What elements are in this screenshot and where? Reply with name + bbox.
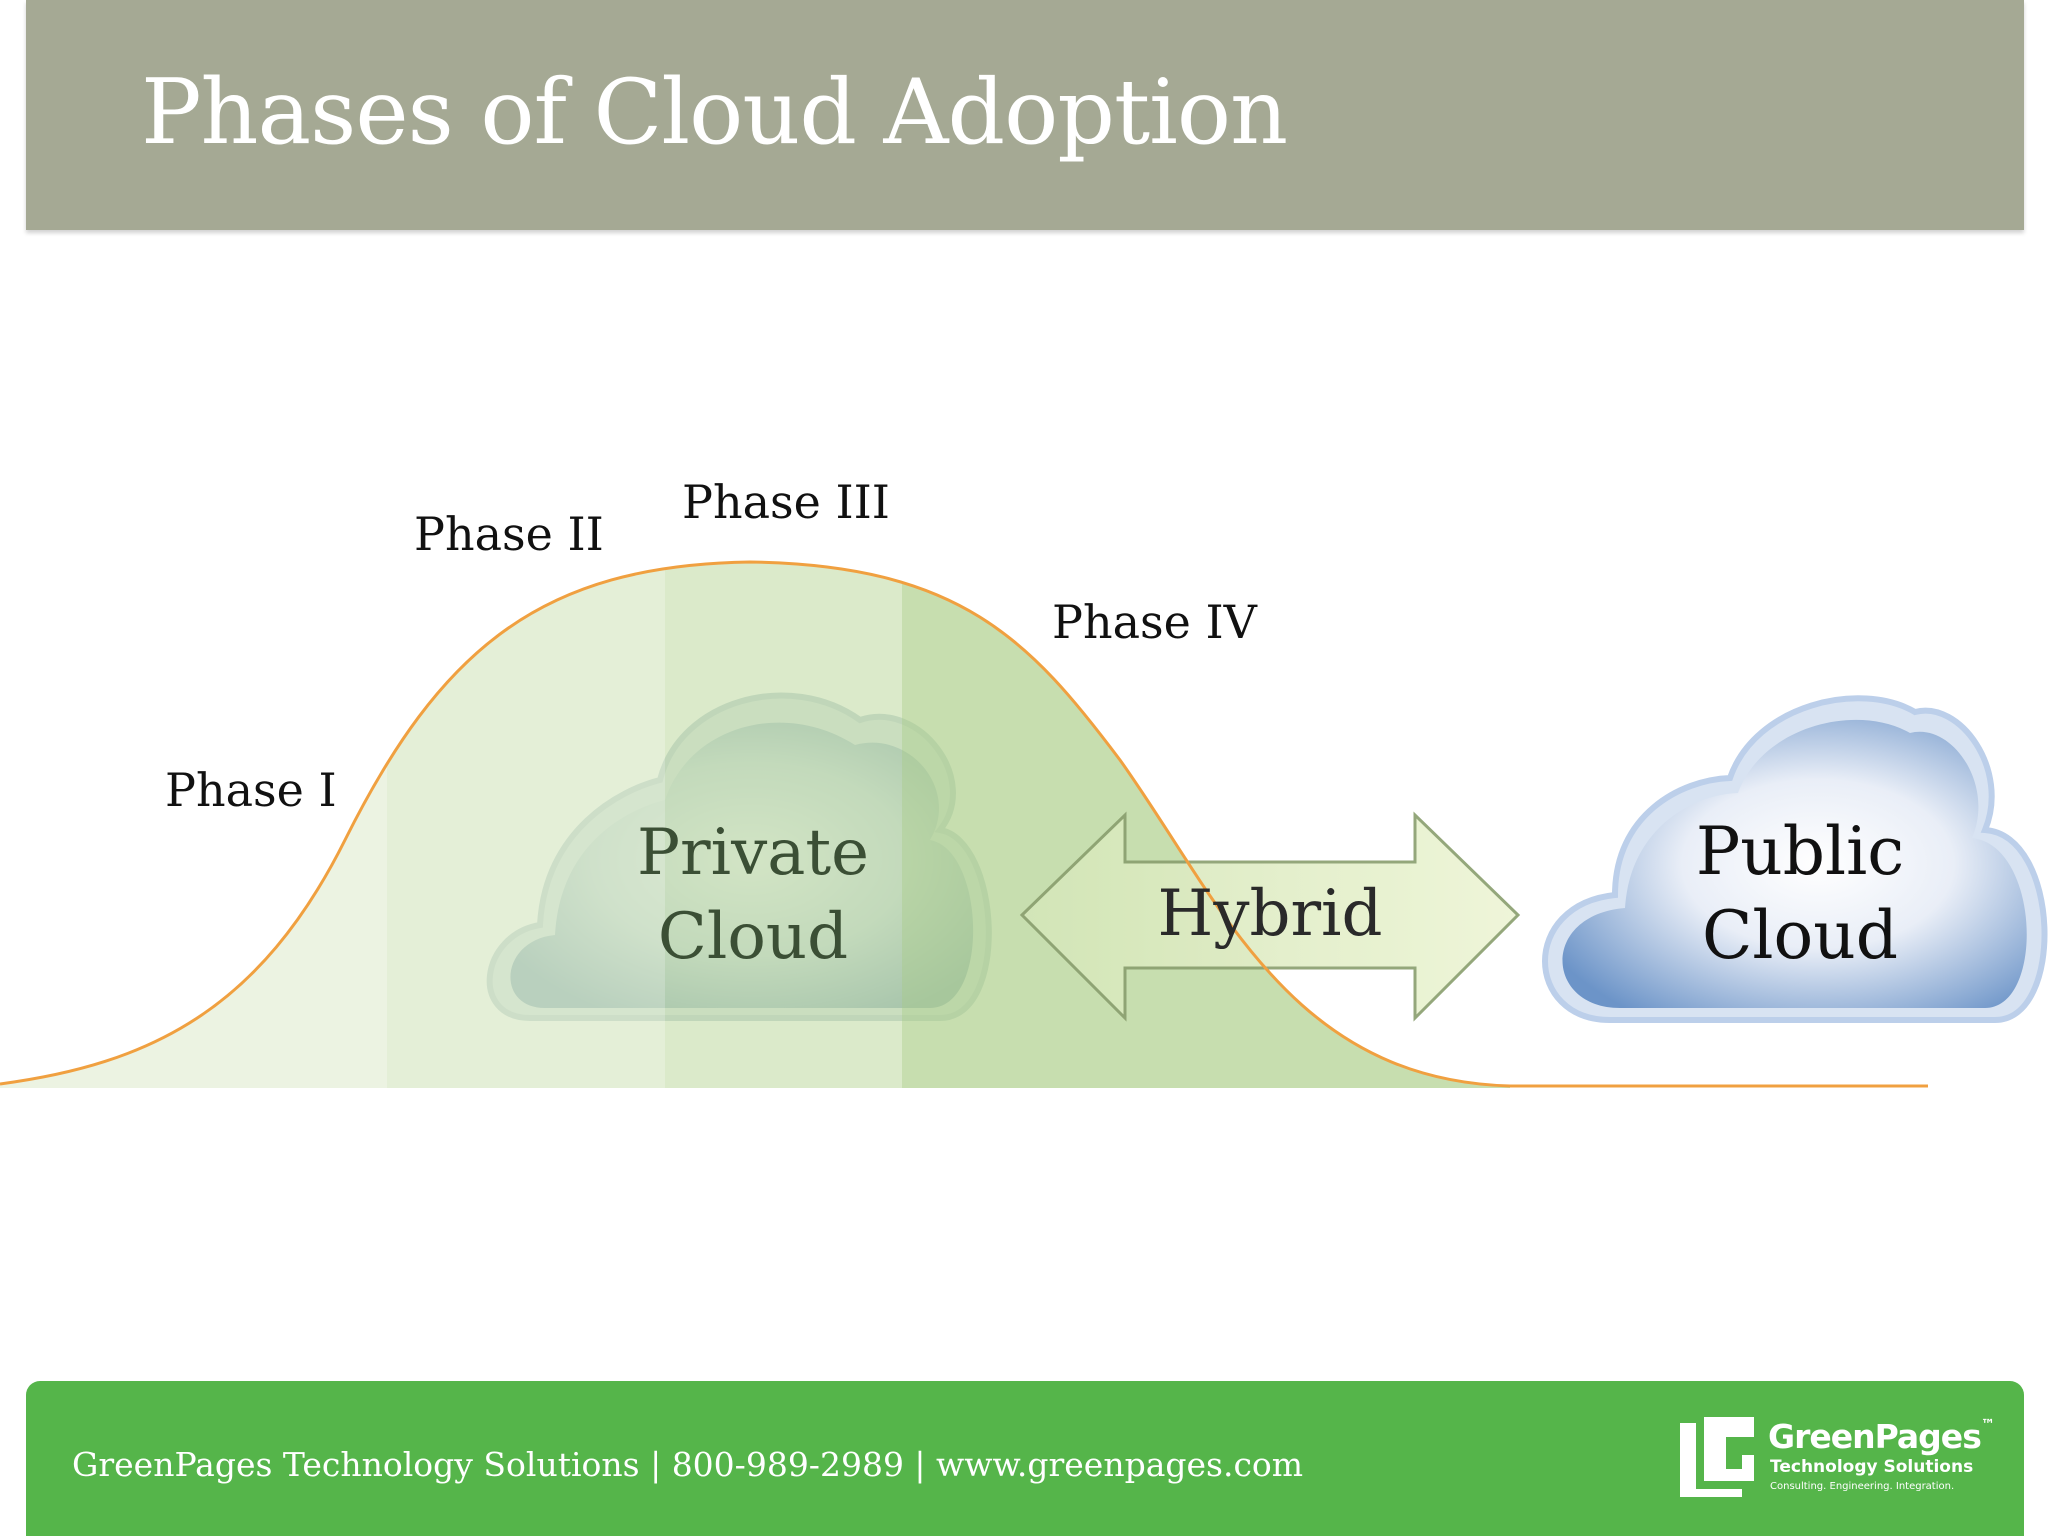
logo-tagline: Consulting. Engineering. Integration. — [1770, 1481, 1955, 1492]
private-cloud-label-line1: Private — [637, 816, 869, 890]
footer-bar: GreenPages Technology Solutions | 800-98… — [26, 1381, 2024, 1536]
logo-subtitle: Technology Solutions — [1770, 1457, 1974, 1477]
phase-band-2 — [387, 562, 665, 1088]
public-cloud-label-line2: Cloud — [1702, 897, 1898, 974]
public-cloud-label-line1: Public — [1696, 813, 1904, 890]
page-title: Phases of Cloud Adoption — [141, 60, 1288, 165]
greenpages-logo-mark-icon — [1680, 1417, 1754, 1497]
cloud-adoption-diagram: Phase I Phase II Phase III Phase IV Priv… — [0, 475, 2048, 1088]
phase-label-4: Phase IV — [1052, 595, 1258, 649]
logo-name: GreenPages™ — [1768, 1417, 1995, 1456]
hybrid-label: Hybrid — [1158, 877, 1383, 951]
phase-label-1: Phase I — [165, 763, 337, 817]
public-cloud-body — [1562, 719, 2027, 1008]
title-bar: Phases of Cloud Adoption — [26, 0, 2024, 230]
hybrid-double-arrow — [1019, 811, 1521, 1022]
phase-label-3: Phase III — [682, 475, 890, 529]
private-cloud-label-line2: Cloud — [658, 900, 848, 974]
footer-contact-text: GreenPages Technology Solutions | 800-98… — [72, 1445, 1304, 1484]
phase-label-2: Phase II — [414, 507, 604, 561]
public-cloud — [1542, 695, 2048, 1023]
phase-band-3 — [665, 562, 902, 1088]
greenpages-logo: GreenPages™ Technology Solutions Consult… — [1676, 1415, 1995, 1505]
adoption-curve — [0, 560, 1928, 1088]
